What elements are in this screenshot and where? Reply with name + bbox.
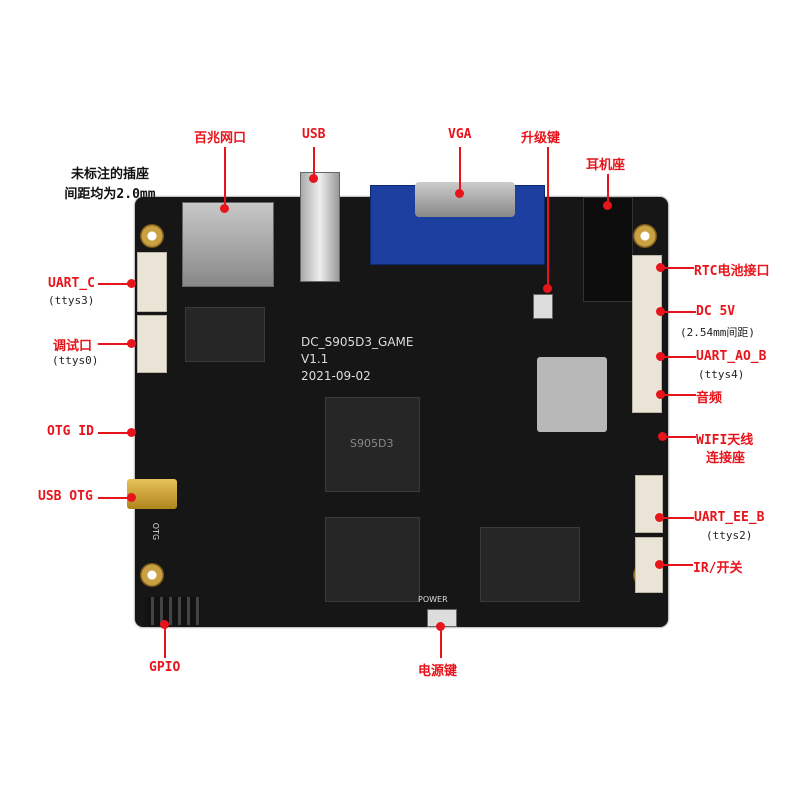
label-rtc: RTC电池接口 — [694, 264, 770, 279]
label-dc5v: DC 5V — [696, 304, 736, 319]
label-usb-otg: USB OTG — [38, 489, 93, 504]
leader-line — [459, 147, 461, 192]
leader-line — [607, 174, 609, 204]
note-line-2: 间距均为2.0mm — [64, 187, 156, 202]
leader-line — [661, 564, 693, 566]
upgrade-button[interactable] — [533, 294, 553, 319]
leader-dot — [603, 201, 612, 210]
leader-line — [440, 628, 442, 658]
headphone-jack — [583, 197, 633, 302]
note-line-1: 未标注的插座 — [70, 167, 149, 182]
wifi-module — [537, 357, 607, 432]
label-uart-ao-b-sub: (ttys4) — [698, 368, 745, 381]
leader-line — [98, 283, 131, 285]
pcb-board: S905D3 DC_S905D3_GAME V1.1 2021-09-02 PO… — [127, 172, 668, 627]
leader-dot — [220, 204, 229, 213]
soc-chip — [325, 397, 420, 492]
ram-chip — [325, 517, 420, 602]
label-wifi: WIFI天线 — [696, 433, 754, 448]
leader-dot — [656, 390, 665, 399]
leader-dot — [436, 622, 445, 631]
vga-port — [370, 185, 545, 265]
leader-line — [313, 147, 315, 177]
debug-connector — [137, 315, 167, 373]
leader-dot — [127, 493, 136, 502]
ethernet-port — [182, 202, 274, 287]
leader-line — [662, 267, 694, 269]
leader-dot — [543, 284, 552, 293]
leader-line — [662, 394, 696, 396]
label-debug-sub: (ttys0) — [52, 354, 99, 367]
uart-ee-b-connector — [635, 475, 663, 533]
leader-dot — [127, 339, 136, 348]
uart-c-connector — [137, 252, 167, 312]
leader-dot — [309, 174, 318, 183]
label-ethernet: 百兆网口 — [194, 131, 247, 146]
leader-line — [164, 626, 166, 658]
board-version: V1.1 — [301, 352, 329, 366]
leader-line — [662, 356, 696, 358]
leader-dot — [655, 560, 664, 569]
label-dc5v-sub: (2.54mm间距) — [680, 326, 755, 339]
board-date: 2021-09-02 — [301, 369, 371, 383]
label-uart-ee-b-sub: (ttys2) — [706, 529, 753, 542]
mount-hole — [140, 224, 164, 248]
label-debug: 调试口 — [53, 339, 93, 354]
gpio-header — [145, 597, 200, 625]
leader-line — [662, 311, 696, 313]
label-uart-c: UART_C — [48, 276, 95, 291]
label-headphone: 耳机座 — [586, 158, 626, 173]
label-uart-c-sub: (ttys3) — [48, 294, 95, 307]
leader-dot — [455, 189, 464, 198]
power-silk: POWER — [418, 595, 448, 604]
leader-line — [661, 517, 694, 519]
label-wifi-line2: 连接座 — [706, 451, 746, 466]
leader-dot — [658, 432, 667, 441]
otg-silk: OTG — [151, 522, 161, 541]
leader-line — [664, 436, 696, 438]
leader-dot — [127, 428, 136, 437]
label-power-key: 电源键 — [418, 664, 458, 679]
mount-hole — [633, 224, 657, 248]
board-name: DC_S905D3_GAME — [301, 335, 414, 349]
leader-line — [224, 147, 226, 207]
leader-line — [98, 343, 131, 345]
vga-shell — [415, 182, 515, 217]
leader-line — [98, 497, 131, 499]
leader-line — [547, 147, 549, 287]
label-audio: 音频 — [696, 391, 723, 406]
leader-dot — [160, 620, 169, 629]
leader-dot — [127, 279, 136, 288]
label-otg-id: OTG ID — [47, 424, 94, 439]
label-usb: USB — [302, 127, 326, 142]
soc-marking: S905D3 — [350, 437, 394, 450]
ethernet-transformer — [185, 307, 265, 362]
leader-dot — [656, 307, 665, 316]
leader-line — [98, 432, 131, 434]
label-uart-ee-b: UART_EE_B — [694, 510, 765, 525]
leader-dot — [655, 513, 664, 522]
leader-dot — [656, 352, 665, 361]
label-vga: VGA — [448, 127, 472, 142]
label-upgrade-key: 升级键 — [521, 131, 561, 146]
label-uart-ao-b: UART_AO_B — [696, 349, 767, 364]
mount-hole — [140, 563, 164, 587]
emmc-chip — [480, 527, 580, 602]
usb-port — [300, 172, 340, 282]
spacing-note: 未标注的插座 间距均为2.0mm — [45, 165, 175, 205]
label-ir-switch: IR/开关 — [693, 561, 743, 576]
leader-dot — [656, 263, 665, 272]
mini-usb-port — [127, 479, 177, 509]
right-header — [632, 255, 662, 413]
label-gpio: GPIO — [149, 660, 181, 675]
